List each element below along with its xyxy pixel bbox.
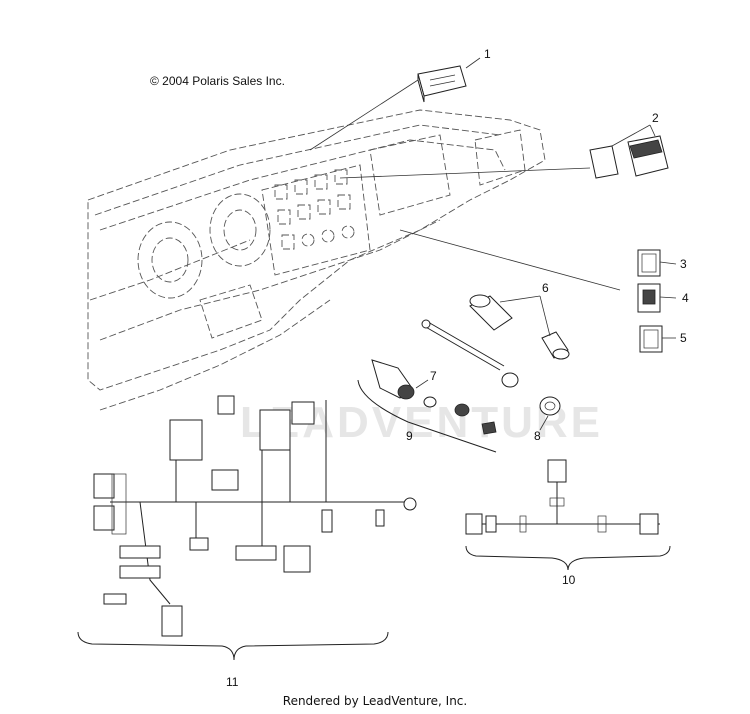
callout-1: 1 [484, 47, 491, 61]
part-4-switch [637, 283, 677, 313]
footer-credit: Rendered by LeadVenture, Inc. [282, 694, 468, 708]
part-5-plate [639, 325, 676, 353]
callout-7: 7 [430, 369, 437, 383]
callout-11: 11 [226, 675, 239, 689]
callout-9: 9 [406, 429, 413, 443]
callout-3: 3 [680, 257, 687, 271]
part-6-power-socket [469, 294, 570, 360]
part-1-connector [309, 57, 481, 151]
callout-8: 8 [534, 429, 541, 443]
part-11-main-harness [77, 395, 417, 661]
copyright-text: © 2004 Polaris Sales Inc. [150, 74, 285, 88]
part-7-cable [421, 319, 519, 388]
callout-2: 2 [652, 111, 659, 125]
callout-4: 4 [682, 291, 689, 305]
part-8-grommet [539, 396, 561, 431]
part-9-ignition [357, 359, 497, 453]
dashboard-assembly [87, 109, 546, 411]
part-10-harness [465, 459, 671, 571]
part-2-bezel [339, 124, 669, 179]
callout-10: 10 [562, 573, 576, 587]
callout-5: 5 [680, 331, 687, 345]
part-3-switch [637, 249, 677, 277]
callout-6: 6 [542, 281, 549, 295]
